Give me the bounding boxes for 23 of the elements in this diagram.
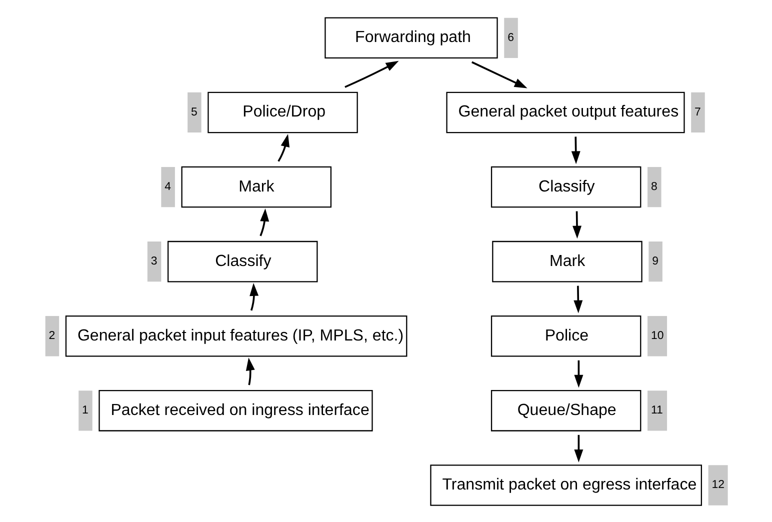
node-label: 3 — [150, 255, 158, 268]
node-label: 10 — [650, 330, 664, 342]
node-label: 7 — [694, 106, 701, 118]
node-label: 6 — [508, 32, 514, 44]
arrow — [278, 134, 290, 162]
arrow — [574, 286, 583, 314]
arrow — [344, 60, 399, 88]
node-label: 1 — [82, 404, 88, 417]
arrow — [246, 358, 255, 386]
arrow — [250, 283, 259, 311]
node-label: 5 — [191, 106, 198, 118]
node-label: 4 — [164, 180, 172, 193]
arrow — [260, 208, 270, 236]
node-label: 9 — [652, 255, 658, 268]
node-label: 8 — [650, 180, 658, 193]
node-label: 2 — [48, 330, 56, 342]
arrow — [571, 136, 580, 164]
node-label: 11 — [650, 404, 663, 417]
arrow — [472, 61, 528, 88]
arrow — [574, 360, 584, 388]
node-label: 12 — [712, 479, 725, 492]
arrow — [572, 211, 582, 239]
arrow — [574, 434, 584, 462]
